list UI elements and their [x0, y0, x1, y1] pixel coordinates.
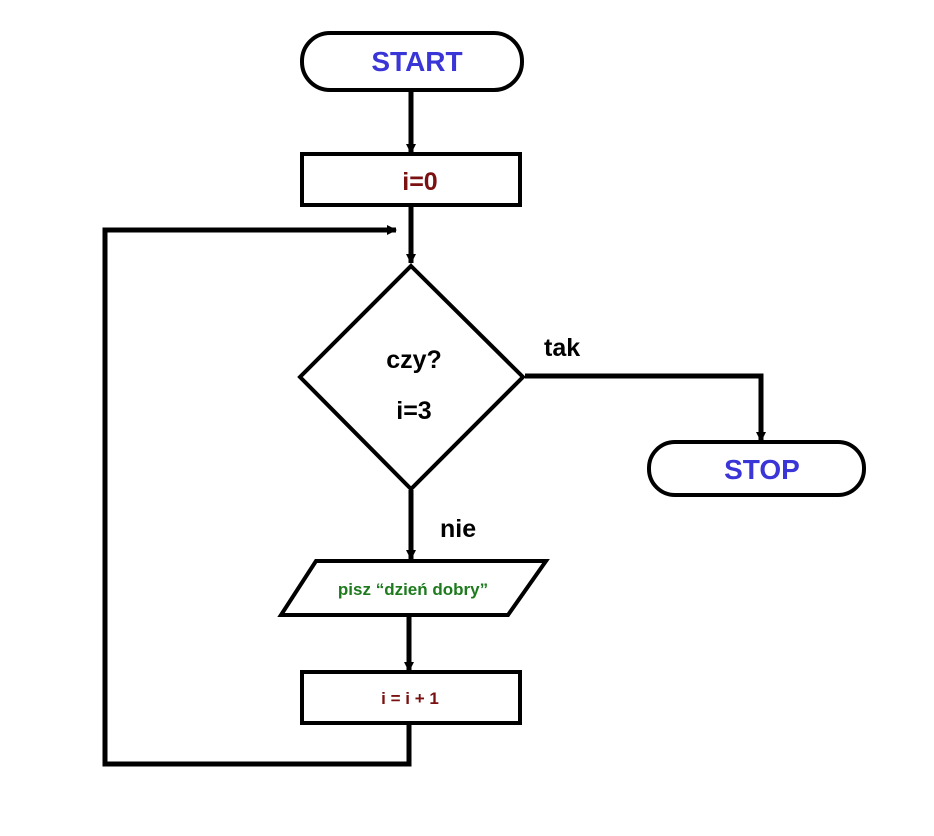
edge-decision-yes-to-stop — [525, 373, 766, 442]
start-terminal — [300, 31, 524, 92]
decision-question: czy? — [386, 346, 442, 374]
stop-terminal — [647, 440, 866, 497]
start-label: START — [371, 46, 462, 77]
output-parallelogram — [277, 559, 550, 617]
no-edge-label: nie — [440, 515, 476, 543]
increment-label: i = i + 1 — [381, 689, 439, 708]
edge-loop-back — [102, 225, 412, 767]
increment-process — [300, 670, 522, 725]
stop-label: STOP — [724, 454, 800, 485]
decision-condition: i=3 — [396, 397, 431, 425]
init-label: i=0 — [402, 168, 437, 196]
output-label: pisz “dzień dobry” — [338, 580, 488, 599]
yes-edge-label: tak — [544, 334, 580, 362]
decision-diamond — [297, 263, 526, 492]
init-process — [300, 152, 522, 207]
